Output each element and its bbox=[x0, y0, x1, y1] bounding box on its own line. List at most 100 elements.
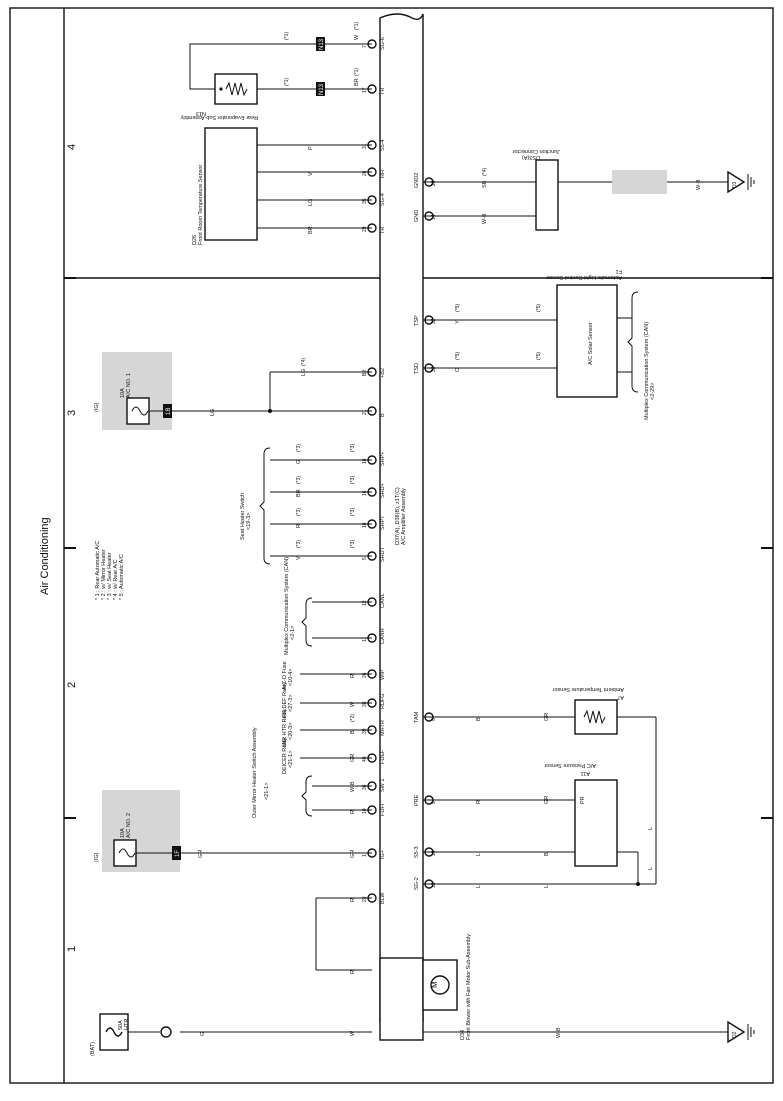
junction-connector: DS3(A) Junction Connector bbox=[423, 148, 728, 231]
marker-sg6b: (*1) bbox=[354, 22, 360, 30]
connector-evap-sg6: N13 bbox=[316, 37, 325, 51]
wire-label-shd: BR bbox=[296, 489, 302, 497]
room-sensor-code: D26 bbox=[192, 235, 198, 245]
junction-code: DS3(A) bbox=[522, 154, 540, 160]
column-number-1: 1 bbox=[66, 946, 78, 952]
seat-heater-label: Seat Heater Switch bbox=[240, 493, 246, 540]
conn-evap-sg6-code: N13 bbox=[319, 38, 325, 50]
fuse-ac2: (IG) 10A A/C NO. 2 bbox=[94, 790, 372, 872]
wire-label-b2: LG bbox=[301, 369, 307, 376]
fuse-ac1-source: (IG) bbox=[94, 402, 100, 412]
marker-sg6: (*1) bbox=[284, 32, 290, 40]
amp-pin-circle bbox=[367, 223, 377, 233]
amp-pin-circle bbox=[367, 805, 377, 815]
multiplex-can: Multiplex Communication System (CAN) <2-… bbox=[284, 557, 372, 655]
amp-pin-name: CANH bbox=[380, 628, 386, 644]
marker-shd: (*3) bbox=[296, 476, 302, 484]
wire-label-gnd-blower: W-B bbox=[556, 1027, 562, 1038]
wire-label-rh: V bbox=[308, 172, 314, 176]
amp-pin-circle bbox=[367, 84, 377, 94]
wire-labels: W BR P V LG BR SB W-B W-B Y O LG LG G BR… bbox=[198, 34, 702, 1038]
amp-pin-name: SHPT bbox=[380, 515, 386, 530]
amp-pin-circle bbox=[367, 848, 377, 858]
marker-gnd2: (*4) bbox=[482, 168, 488, 176]
amp-pin-name: WIP bbox=[380, 669, 386, 680]
amp-pin-circle bbox=[367, 781, 377, 791]
wire-label-s53: L bbox=[476, 853, 482, 856]
multiplex-2-label: Multiplex Communication System (CAN) bbox=[644, 322, 650, 420]
amp-pin-circle bbox=[367, 487, 377, 497]
dest-deicer-label: DEICER Relay bbox=[282, 737, 288, 774]
amp-pin-name: PRE bbox=[414, 794, 420, 806]
multiplex-2-ref: <2-29> bbox=[650, 383, 656, 400]
ambient-name: Ambient Temperature Sensor bbox=[552, 686, 624, 692]
dest-rrdef-ref: <27-3> bbox=[288, 695, 294, 712]
wire-label-shp: G bbox=[296, 460, 302, 464]
blower-name: Front Blower with Fan Motor Sub-Assembly bbox=[466, 934, 472, 1040]
wire-label-ig: GR bbox=[350, 850, 356, 858]
ground-d3-icon: D3 bbox=[727, 170, 755, 194]
pressure-name: A/C Pressure Sensor bbox=[544, 762, 596, 768]
marker-shpt2: (*3) bbox=[350, 508, 356, 516]
amp-pin-name: MHTR bbox=[380, 720, 386, 736]
wire-label-pre2: GR bbox=[544, 796, 550, 804]
wire-label-wip: R bbox=[350, 674, 356, 678]
amp-pin-name: B bbox=[380, 413, 386, 417]
amp-pin-circle bbox=[424, 847, 434, 857]
multiplex-1-ref: <2-1> bbox=[290, 626, 296, 640]
amp-pin-circle bbox=[367, 669, 377, 679]
marker-tsp: (*5) bbox=[455, 304, 461, 312]
connector-evap-tr: N13 bbox=[316, 82, 325, 96]
amp-pin-number: 10 bbox=[362, 808, 368, 814]
marker-b2: (*4) bbox=[301, 358, 307, 366]
amp-pin-name: SG-6 bbox=[380, 37, 386, 50]
amp-pin-number: 26 bbox=[362, 170, 368, 176]
amp-pin-name: CANL bbox=[380, 593, 386, 608]
wire-label-pr-l: L bbox=[648, 867, 654, 870]
amp-pin-circle bbox=[367, 893, 377, 903]
variant-markers: (*1) (*1) (*1) (*1) (*4) (*5) (*5) (*5) … bbox=[284, 22, 542, 722]
amp-pin-circle bbox=[367, 39, 377, 49]
amp-pin-number: 10 bbox=[431, 850, 437, 856]
amp-pin-name: IG+ bbox=[380, 850, 386, 859]
wire-label-gnd: W-B bbox=[482, 213, 488, 224]
amp-pin-name: TR bbox=[380, 88, 386, 95]
seat-heater-group: Seat Heater Switch <19-3> A/C Amplifier … bbox=[240, 447, 407, 565]
marker-mhtr: (*2) bbox=[350, 714, 356, 722]
amp-pin-circle bbox=[367, 753, 377, 763]
connector-ac2: 1F bbox=[172, 846, 181, 860]
amp-pin-name: SG-2 bbox=[414, 877, 420, 890]
amp-pin-number: 1 bbox=[362, 854, 368, 857]
wire-label-tam2: GR bbox=[544, 713, 550, 721]
dest-wip-ref: <10-4> bbox=[288, 669, 294, 686]
amp-pin-circle bbox=[367, 406, 377, 416]
amp-pin-name: GND2 bbox=[414, 173, 420, 188]
dest-mirror-ref: <21-1> bbox=[264, 783, 270, 800]
seat-heater-ref: <19-3> bbox=[246, 513, 252, 530]
marker-shp: (*3) bbox=[296, 444, 302, 452]
note-3: * 3 : w/ Seat Heater bbox=[107, 552, 113, 600]
fuse-ac2-rating: 10A bbox=[120, 828, 126, 838]
column-number-4: 4 bbox=[66, 144, 78, 150]
amp-pin-number: 14 bbox=[431, 214, 437, 220]
destinations: A/C-D Fuse <10-4> RR DEF Relay <27-3> MI… bbox=[252, 661, 372, 818]
dest-wip-label: A/C-D Fuse bbox=[282, 661, 288, 690]
wire-label-si: R bbox=[350, 970, 356, 974]
note-1: * 1 : Rear Automatic A/C bbox=[95, 541, 101, 600]
room-temp-sensor: D26 Front Room Temperature Sensor bbox=[192, 127, 372, 245]
wire-label-sg4: LG bbox=[308, 199, 314, 206]
amp-pin-name: SW 1 bbox=[380, 779, 386, 792]
wire-label-b: LG bbox=[210, 409, 216, 416]
amp-pin-number: 31 bbox=[362, 143, 368, 149]
wire-label-fdfi: R bbox=[350, 810, 356, 814]
rear-evap-name: Rear Evaporator Sub-Assembly bbox=[180, 114, 258, 120]
amp-pin-name: TSP bbox=[414, 315, 420, 326]
wire-label-tsd: O bbox=[455, 367, 461, 372]
solar-sensor: A/C Solar Sensor F1 Automatic Light Cont… bbox=[423, 268, 656, 420]
dest-mirror-label: Outer Mirror Heater Switch Assembly bbox=[252, 727, 258, 818]
amp-pin-name: SG-4 bbox=[380, 193, 386, 206]
frame bbox=[9, 7, 774, 1084]
fuse-ac1-name: A/C NO. 1 bbox=[126, 373, 132, 398]
